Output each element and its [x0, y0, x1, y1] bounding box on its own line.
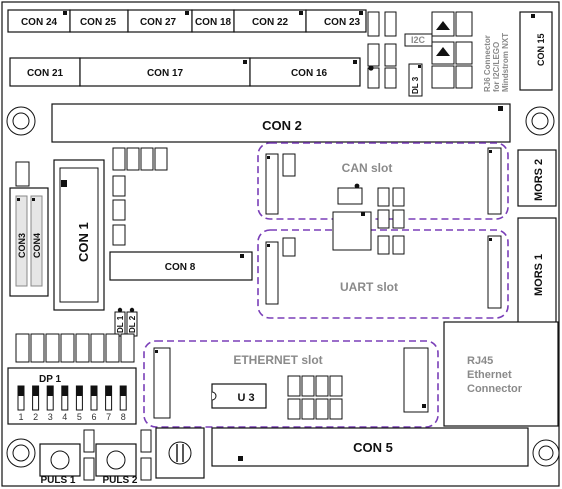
- dip-number: 1: [18, 412, 23, 422]
- connector-con18: CON 18: [191, 9, 235, 33]
- connector-con16: CON 16: [249, 57, 361, 87]
- uart-slot-outline: [257, 229, 509, 319]
- con3-label: CON3: [17, 233, 27, 258]
- push-button-puls2: PULS 2: [95, 443, 138, 486]
- con23-label: CON 23: [324, 17, 361, 28]
- con21-label: CON 21: [27, 68, 64, 79]
- dip-lever-knob: [91, 386, 97, 396]
- rj45-line3: Connector: [467, 383, 523, 395]
- small-resistor-column: [112, 147, 168, 246]
- i2c-label: I2C: [411, 35, 426, 45]
- small-component-row: [15, 333, 135, 363]
- dp1-label: DP 1: [39, 374, 61, 385]
- ethernet-slot-label: ETHERNET slot: [233, 353, 322, 367]
- con22-label: CON 22: [252, 17, 289, 28]
- mounting-hole-bottom-left: [6, 438, 36, 468]
- i2c-header: I2C: [404, 33, 433, 47]
- con27-label: CON 27: [140, 17, 177, 28]
- can-slot-label: CAN slot: [342, 161, 393, 175]
- connector-con21: CON 21: [9, 57, 81, 87]
- small-parts-bottom: [83, 429, 152, 481]
- connector-con2: CON 2: [51, 103, 511, 143]
- dl1-label: DL 1: [116, 315, 125, 333]
- mounting-hole-top-left: [6, 106, 36, 136]
- connector-con5: CON 5: [211, 427, 529, 467]
- con24-label: CON 24: [21, 17, 58, 28]
- dip-lever-knob: [120, 386, 127, 396]
- con8-label: CON 8: [165, 262, 196, 273]
- dip-number: 3: [48, 412, 53, 422]
- con18-label: CON 18: [195, 17, 232, 28]
- can-slot-outline: [257, 142, 509, 220]
- con4-label: CON4: [32, 233, 42, 258]
- con5-label: CON 5: [353, 440, 393, 455]
- dip-number: 4: [62, 412, 67, 422]
- rj45-ethernet-connector: RJ45 Ethernet Connector: [443, 321, 559, 427]
- con15-label: CON 15: [536, 33, 546, 66]
- connector-con15: CON 15: [519, 11, 553, 91]
- led-dl3: DL 3: [408, 63, 423, 97]
- potentiometer: [155, 427, 205, 479]
- connector-con24: CON 24: [7, 9, 71, 33]
- con1-label: CON 1: [76, 222, 91, 262]
- rj6-line2: for I2C/LEGO: [492, 42, 501, 92]
- con25-label: CON 25: [80, 17, 117, 28]
- con16-label: CON 16: [291, 68, 328, 79]
- connector-con22: CON 22: [233, 9, 307, 33]
- connector-con25: CON 25: [69, 9, 129, 33]
- connector-con27: CON 27: [127, 9, 193, 33]
- mounting-hole-bottom-right: [532, 439, 560, 467]
- connector-con3-con4: CON3 CON4: [9, 187, 49, 297]
- indicator-blocks: [431, 11, 473, 89]
- connector-mors1: MORS 1: [517, 217, 557, 329]
- left-small-part: [15, 161, 30, 187]
- mors1-label: MORS 1: [533, 254, 545, 296]
- mounting-hole-top-right: [525, 106, 555, 136]
- dip-lever-knob: [105, 386, 112, 396]
- connector-con8: CON 8: [109, 251, 253, 281]
- chip-u3: U 3: [211, 383, 267, 409]
- dl3-label: DL 3: [411, 76, 420, 94]
- connector-con1: CON 1: [53, 159, 105, 311]
- con17-label: CON 17: [147, 68, 184, 79]
- small-components-top: [367, 11, 397, 89]
- puls1-label: PULS 1: [40, 475, 75, 486]
- dip-number: 5: [77, 412, 82, 422]
- dip-lever-knob: [76, 386, 83, 396]
- uart-slot-parts: [265, 235, 502, 309]
- mors2-label: MORS 2: [533, 159, 545, 201]
- ethernet-slot-parts: [153, 347, 429, 420]
- dip-lever-knob: [18, 386, 24, 396]
- central-chip-cluster: [332, 183, 405, 255]
- rj45-line1: RJ45: [467, 355, 493, 367]
- dl2-label: DL 2: [128, 315, 137, 333]
- uart-slot-label: UART slot: [340, 280, 398, 294]
- can-slot-parts: [265, 147, 502, 215]
- puls2-label: PULS 2: [102, 475, 137, 486]
- connector-con23: CON 23: [305, 9, 367, 33]
- u3-label: U 3: [237, 392, 254, 404]
- dip-number: 7: [106, 412, 111, 422]
- dip-lever-knob: [61, 386, 68, 396]
- rj6-line3: Mindstrom NXT: [501, 33, 510, 92]
- dip-lever-knob: [32, 386, 39, 396]
- ethernet-slot-outline: [143, 340, 439, 428]
- dip-number: 6: [91, 412, 96, 422]
- dip-lever-knob: [47, 386, 54, 396]
- rj6-line1: RJ6 Connector: [483, 35, 492, 92]
- connector-mors2: MORS 2: [517, 149, 557, 207]
- rj45-line2: Ethernet: [467, 369, 512, 381]
- dip-number: 2: [33, 412, 38, 422]
- connector-con17: CON 17: [79, 57, 251, 87]
- dip-number: 8: [121, 412, 126, 422]
- rj6-connector-text: RJ6 Connector for I2C/LEGO Mindstrom NXT: [483, 33, 510, 92]
- con2-label: CON 2: [262, 118, 302, 133]
- push-button-puls1: PULS 1: [39, 443, 81, 486]
